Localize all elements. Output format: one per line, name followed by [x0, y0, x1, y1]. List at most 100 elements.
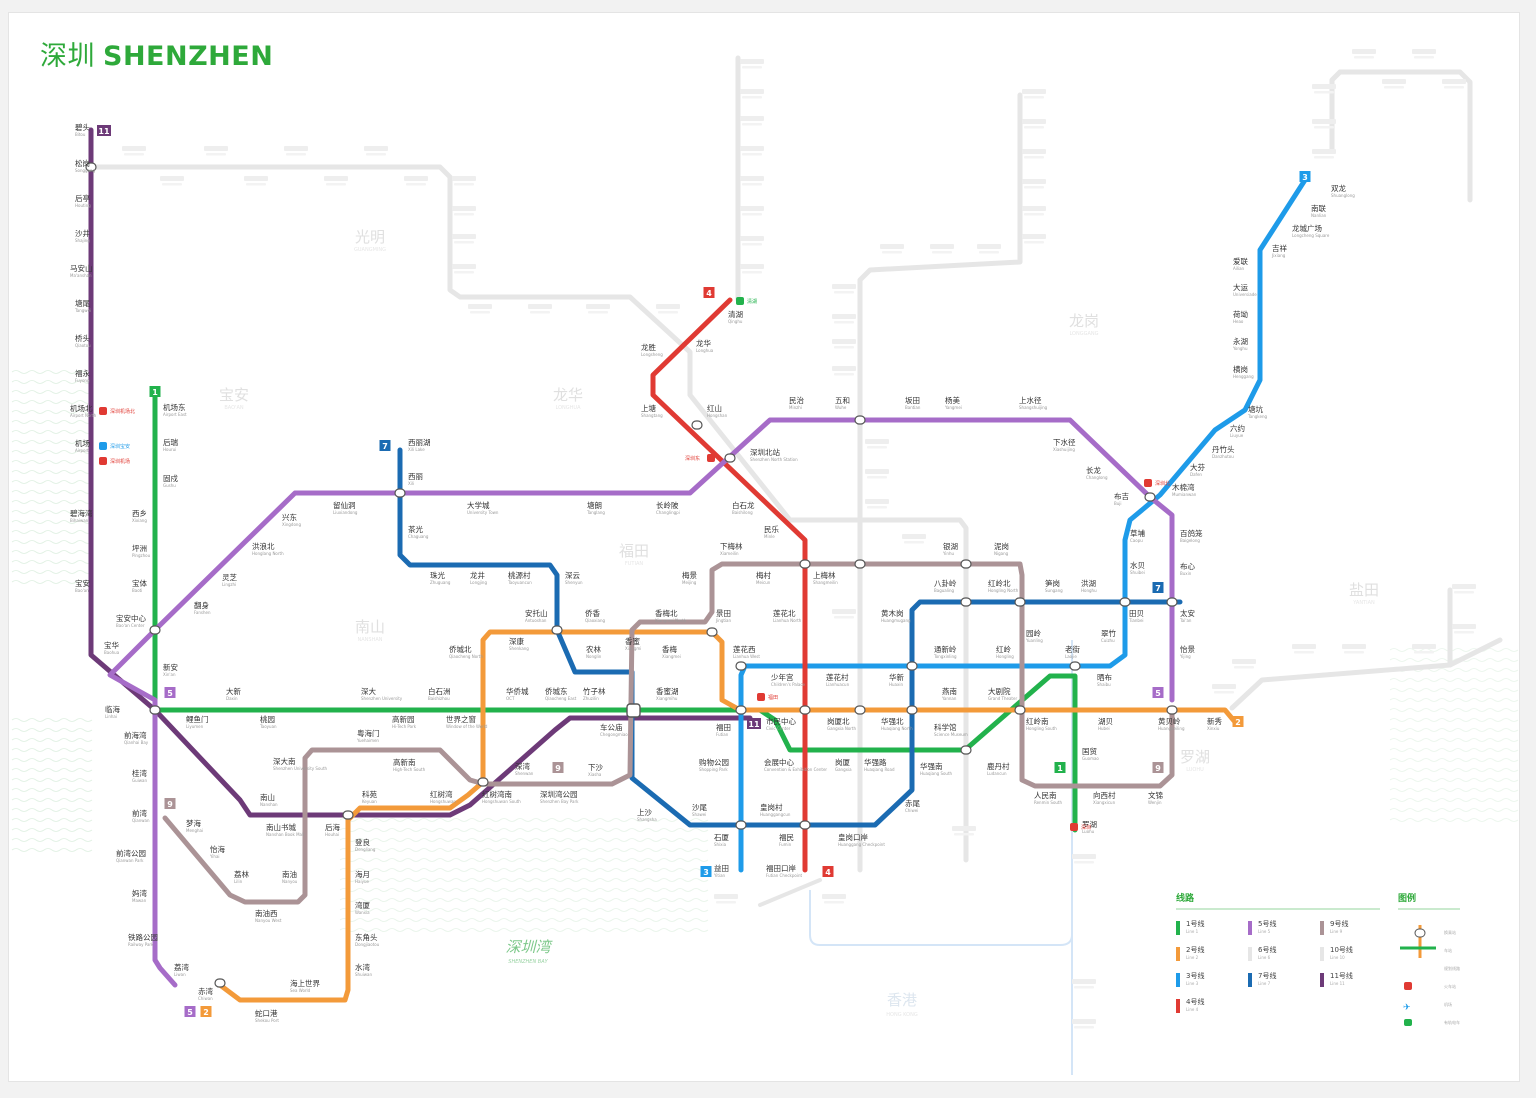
wave-line	[1389, 728, 1519, 732]
interchange-station[interactable]	[626, 703, 641, 718]
station-label-en: Chiwan	[198, 996, 213, 1001]
wave-line	[11, 540, 93, 544]
interchange-station[interactable]	[906, 661, 918, 671]
station-label: 上水径	[1019, 395, 1042, 405]
interchange-station[interactable]	[342, 810, 354, 820]
station-label-en: Sea World	[290, 988, 311, 993]
planned-line-grey-a	[857, 92, 1023, 873]
station-label-en: Qinghu	[728, 319, 743, 324]
wave-line	[11, 758, 93, 762]
interchange-station[interactable]	[960, 745, 972, 755]
railway-station-icon	[757, 693, 765, 701]
station-label: 竹子林	[583, 686, 606, 696]
station-label-en: Universiade	[1233, 292, 1257, 297]
station-label-en: Huaqiang North	[881, 726, 913, 731]
station-label-en: Guomao	[1082, 756, 1099, 761]
interchange-station[interactable]	[1166, 597, 1178, 607]
legend-line-sub: Line 4	[1186, 1007, 1199, 1012]
interchange-station[interactable]	[724, 453, 736, 463]
interchange-station[interactable]	[149, 705, 161, 715]
interchange-station[interactable]	[799, 705, 811, 715]
station-label-en: Nanshan	[260, 802, 278, 807]
planned-station-label	[122, 146, 146, 151]
interchange-station[interactable]	[149, 625, 161, 635]
district-label-en: GUANGMING	[354, 247, 386, 253]
station-label: 鹿丹村	[987, 761, 1010, 771]
interchange-station[interactable]	[477, 777, 489, 787]
interchange-station[interactable]	[799, 820, 811, 830]
planned-station-label	[1022, 89, 1046, 94]
station-label-en: Houhai	[325, 832, 339, 837]
planned-station-label-en	[742, 96, 762, 99]
station-label: 宝安中心	[116, 613, 146, 623]
interchange-station[interactable]	[551, 625, 563, 635]
interchange-station[interactable]	[854, 415, 866, 425]
legend-symbol-label: 火车站	[1444, 983, 1456, 989]
planned-station-label	[244, 176, 268, 181]
station-label-en: Shenzhen University	[361, 696, 403, 701]
station-label-en: Yihai	[209, 854, 220, 859]
station-label: 机场北	[70, 403, 93, 413]
station-label-en: Hourui	[163, 447, 176, 452]
station-label: 桃园	[260, 714, 275, 724]
station-label-en: Huaqiang Road	[864, 767, 895, 772]
transfer-icon-label: 深圳东	[685, 455, 700, 462]
wave-line	[11, 370, 93, 374]
station-label: 莲花西	[733, 644, 756, 654]
station-label-en: Tanglang	[586, 510, 605, 515]
interchange-station[interactable]	[394, 488, 406, 498]
legend-line-sub: Line 9	[1330, 929, 1343, 934]
interchange-station[interactable]	[799, 559, 811, 569]
interchange-station[interactable]	[1166, 705, 1178, 715]
station-label: 坂田	[905, 395, 920, 405]
interchange-station[interactable]	[1014, 705, 1026, 715]
interchange-station[interactable]	[735, 661, 747, 671]
planned-station-label-en	[867, 446, 887, 449]
interchange-station[interactable]	[960, 559, 972, 569]
station-label: 深圳湾公园	[540, 789, 578, 799]
station-label: 宝安	[75, 578, 90, 588]
station-label-en: Taoyuan	[259, 724, 277, 729]
station-label-en: Yuanling	[1025, 638, 1043, 643]
planned-station-label-en	[742, 213, 762, 216]
interchange-station[interactable]	[906, 705, 918, 715]
station-label: 皇岗口岸	[838, 832, 868, 842]
interchange-station[interactable]	[735, 820, 747, 830]
planned-station-label	[452, 264, 476, 269]
interchange-station[interactable]	[854, 559, 866, 569]
interchange-stations	[85, 162, 1178, 988]
station-label-en: Xiangmei	[662, 654, 681, 659]
interchange-station[interactable]	[1144, 492, 1156, 502]
interchange-station[interactable]	[85, 162, 97, 172]
station-label: 笋岗	[1045, 578, 1060, 588]
station-label: 翠竹	[1101, 628, 1117, 638]
interchange-station[interactable]	[691, 420, 703, 430]
planned-station-label-en	[1214, 691, 1234, 694]
planned-station-label-en	[882, 251, 902, 254]
station-label: 布心	[1180, 561, 1196, 571]
station-label-en: Ma'anshan	[70, 273, 92, 278]
station-label: 红树湾南	[482, 789, 512, 799]
planned-station-label-en	[742, 153, 762, 156]
line-badge-label: 1	[152, 388, 158, 397]
interchange-station[interactable]	[854, 705, 866, 715]
station-label: 龙井	[470, 570, 485, 580]
station-label: 高新南	[393, 757, 416, 767]
station-label-en: Houting	[75, 203, 91, 208]
station-label-en: Tai'an	[1179, 618, 1192, 623]
interchange-station[interactable]	[735, 705, 747, 715]
wave-line	[11, 560, 93, 564]
station-label: 碧海湾	[70, 508, 93, 518]
station-label-en: Chaguang	[408, 534, 429, 539]
interchange-station[interactable]	[1069, 661, 1081, 671]
interchange-station[interactable]	[960, 597, 972, 607]
planned-station-label	[1312, 149, 1336, 154]
legend-line-sub: Line 3	[1186, 981, 1199, 986]
interchange-station[interactable]	[1014, 597, 1026, 607]
interchange-station[interactable]	[1119, 597, 1131, 607]
planned-station-label	[452, 176, 476, 181]
interchange-station[interactable]	[214, 978, 226, 988]
wave-line	[339, 828, 709, 832]
interchange-station[interactable]	[706, 627, 718, 637]
legend-airport-icon: ✈	[1403, 1002, 1411, 1012]
